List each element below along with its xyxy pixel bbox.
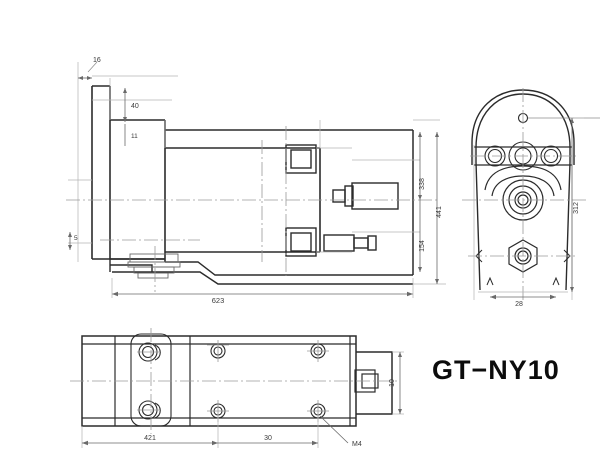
dim-shaft-338: 338 [418, 132, 426, 200]
dim-left-5: 5 [68, 232, 78, 250]
dim-label-left-5: 5 [74, 235, 78, 242]
hole-callout-label: M4 [352, 441, 362, 448]
top-plate [165, 129, 414, 275]
front-center-lines [462, 88, 586, 300]
dim-label-shaft-338: 338 [419, 178, 426, 190]
dim-plan-30: 30 [218, 435, 318, 446]
plan-view: 421 30 10 M4 [70, 328, 404, 448]
hole-callout-leader: M4 [319, 415, 362, 448]
dim-label-front-width: 28 [515, 301, 523, 308]
plan-extension-lines [81, 351, 404, 448]
dim-upper-40: 40 [123, 88, 139, 122]
dim-front-width-28: 28 [490, 294, 556, 308]
part-number-label: GT−NY10 [432, 355, 560, 385]
construction-lines [68, 62, 446, 285]
foot-detail [127, 253, 181, 279]
dim-label-overall-length: 623 [212, 296, 225, 305]
dim-label-shaft-154: 154 [419, 240, 426, 252]
flange-block [285, 144, 317, 257]
center-lines [66, 126, 440, 292]
dim-overall-height-441: 441 [435, 132, 443, 284]
shaft-boss [323, 182, 399, 252]
dim-label-top-16: 16 [93, 57, 101, 64]
dim-label-front-height: 312 [573, 202, 580, 214]
dim-plan-421: 421 [82, 435, 218, 446]
dim-label-step-11: 11 [131, 133, 138, 140]
dim-front-height-312: 312 [570, 118, 580, 292]
dim-shaft-154: 154 [418, 200, 426, 272]
front-elevation-view: 312 28 [462, 88, 600, 308]
dim-label-upper-40: 40 [131, 103, 139, 110]
side-elevation-view: 623 16 40 11 5 [66, 57, 446, 305]
dim-label-overall-height: 441 [436, 206, 443, 218]
dim-label-plan-thickness: 10 [389, 379, 396, 387]
bracket-foot [109, 258, 413, 285]
dim-label-plan-30: 30 [264, 435, 272, 442]
dim-top-16: 16 [78, 57, 101, 80]
dim-step-11: 11 [124, 124, 138, 146]
dim-plan-thickness-10: 10 [389, 352, 402, 414]
dim-label-plan-421: 421 [144, 435, 156, 442]
plan-center-lines [70, 328, 400, 434]
dim-overall-length: 623 [111, 278, 414, 305]
